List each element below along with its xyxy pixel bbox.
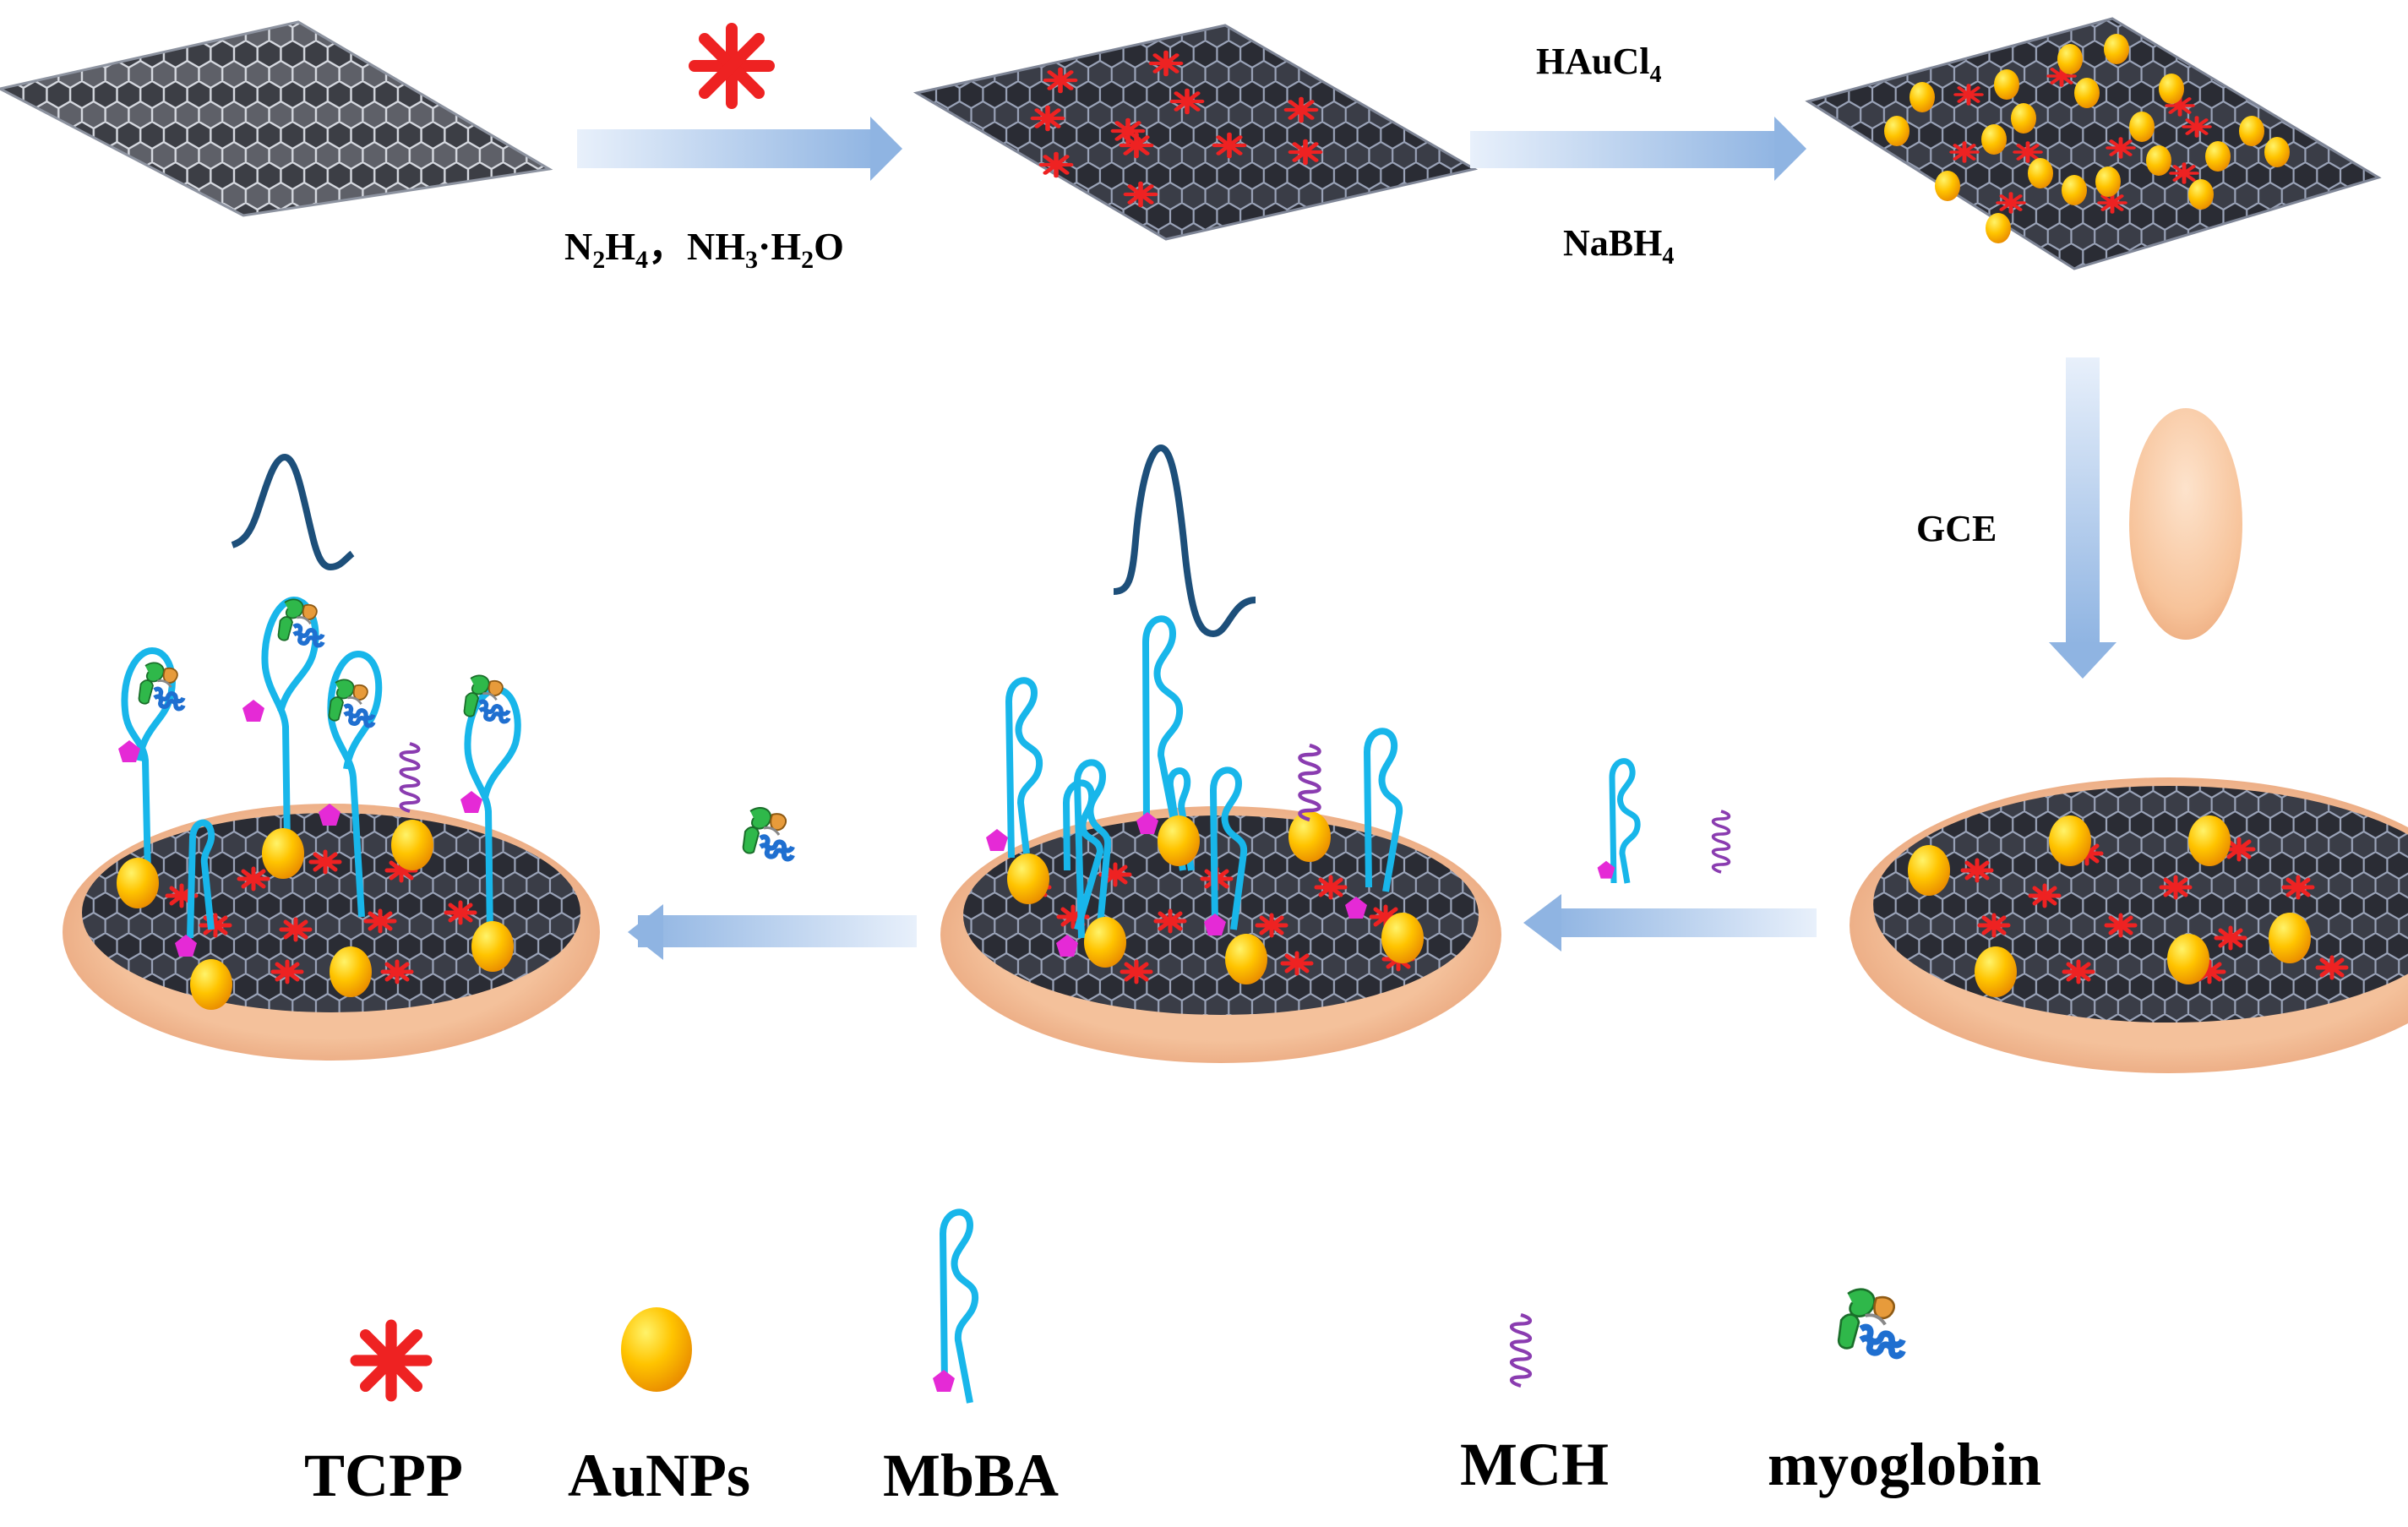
legend-item-mbba: MbBA (883, 1208, 1059, 1509)
legend-label: AuNPs (568, 1442, 750, 1509)
reagent-label-nabh4: NaBH4 (1563, 222, 1674, 270)
myoglobin-protein-icon (1839, 1290, 1903, 1356)
arrow-step-gold (1470, 117, 1806, 181)
tcpp-star-icon (695, 29, 769, 103)
reagent-label-n2h4-nh3h2o: N2H4，NH3·H2O (564, 225, 844, 274)
graphene-tcpp-sheet (913, 24, 1479, 241)
modified-electrode (1850, 777, 2408, 1073)
gce-electrode-icon (2129, 408, 2242, 640)
aptamer-modified-electrode (940, 444, 1501, 1063)
legend-item-aunps: AuNPs (568, 1307, 750, 1509)
gce-label: GCE (1916, 508, 1997, 549)
legend-label: myoglobin (1768, 1431, 2041, 1498)
myoglobin-reagent-icon (744, 808, 793, 859)
legend-label: TCPP (304, 1442, 463, 1509)
reagent-label-haucl4: HAuCl4 (1536, 41, 1661, 88)
arrow-step-tcpp (577, 117, 902, 181)
mch-coil-icon (1512, 1315, 1530, 1386)
graphene-tcpp-aunp-sheet (1805, 17, 2382, 270)
target-bound-electrode (63, 453, 600, 1061)
legend-item-myoglobin: myoglobin (1768, 1290, 2041, 1498)
aptamer-icon (939, 1208, 979, 1404)
gold-nanoparticle-icon (621, 1307, 692, 1392)
aptamer-mch-reagent (1597, 758, 1731, 884)
arrow-step-aptamer (1523, 894, 1817, 952)
legend: TCPP AuNPs MbBA MCH myoglobin (304, 1208, 2041, 1509)
arrow-step-myoglobin (628, 904, 917, 960)
legend-item-mch: MCH (1460, 1315, 1609, 1498)
tcpp-star-icon (356, 1325, 427, 1396)
legend-label: MCH (1460, 1431, 1609, 1498)
graphene-sheet (0, 20, 553, 217)
legend-item-tcpp: TCPP (304, 1325, 463, 1509)
legend-label: MbBA (883, 1442, 1059, 1509)
arrow-step-gce (2049, 357, 2117, 679)
